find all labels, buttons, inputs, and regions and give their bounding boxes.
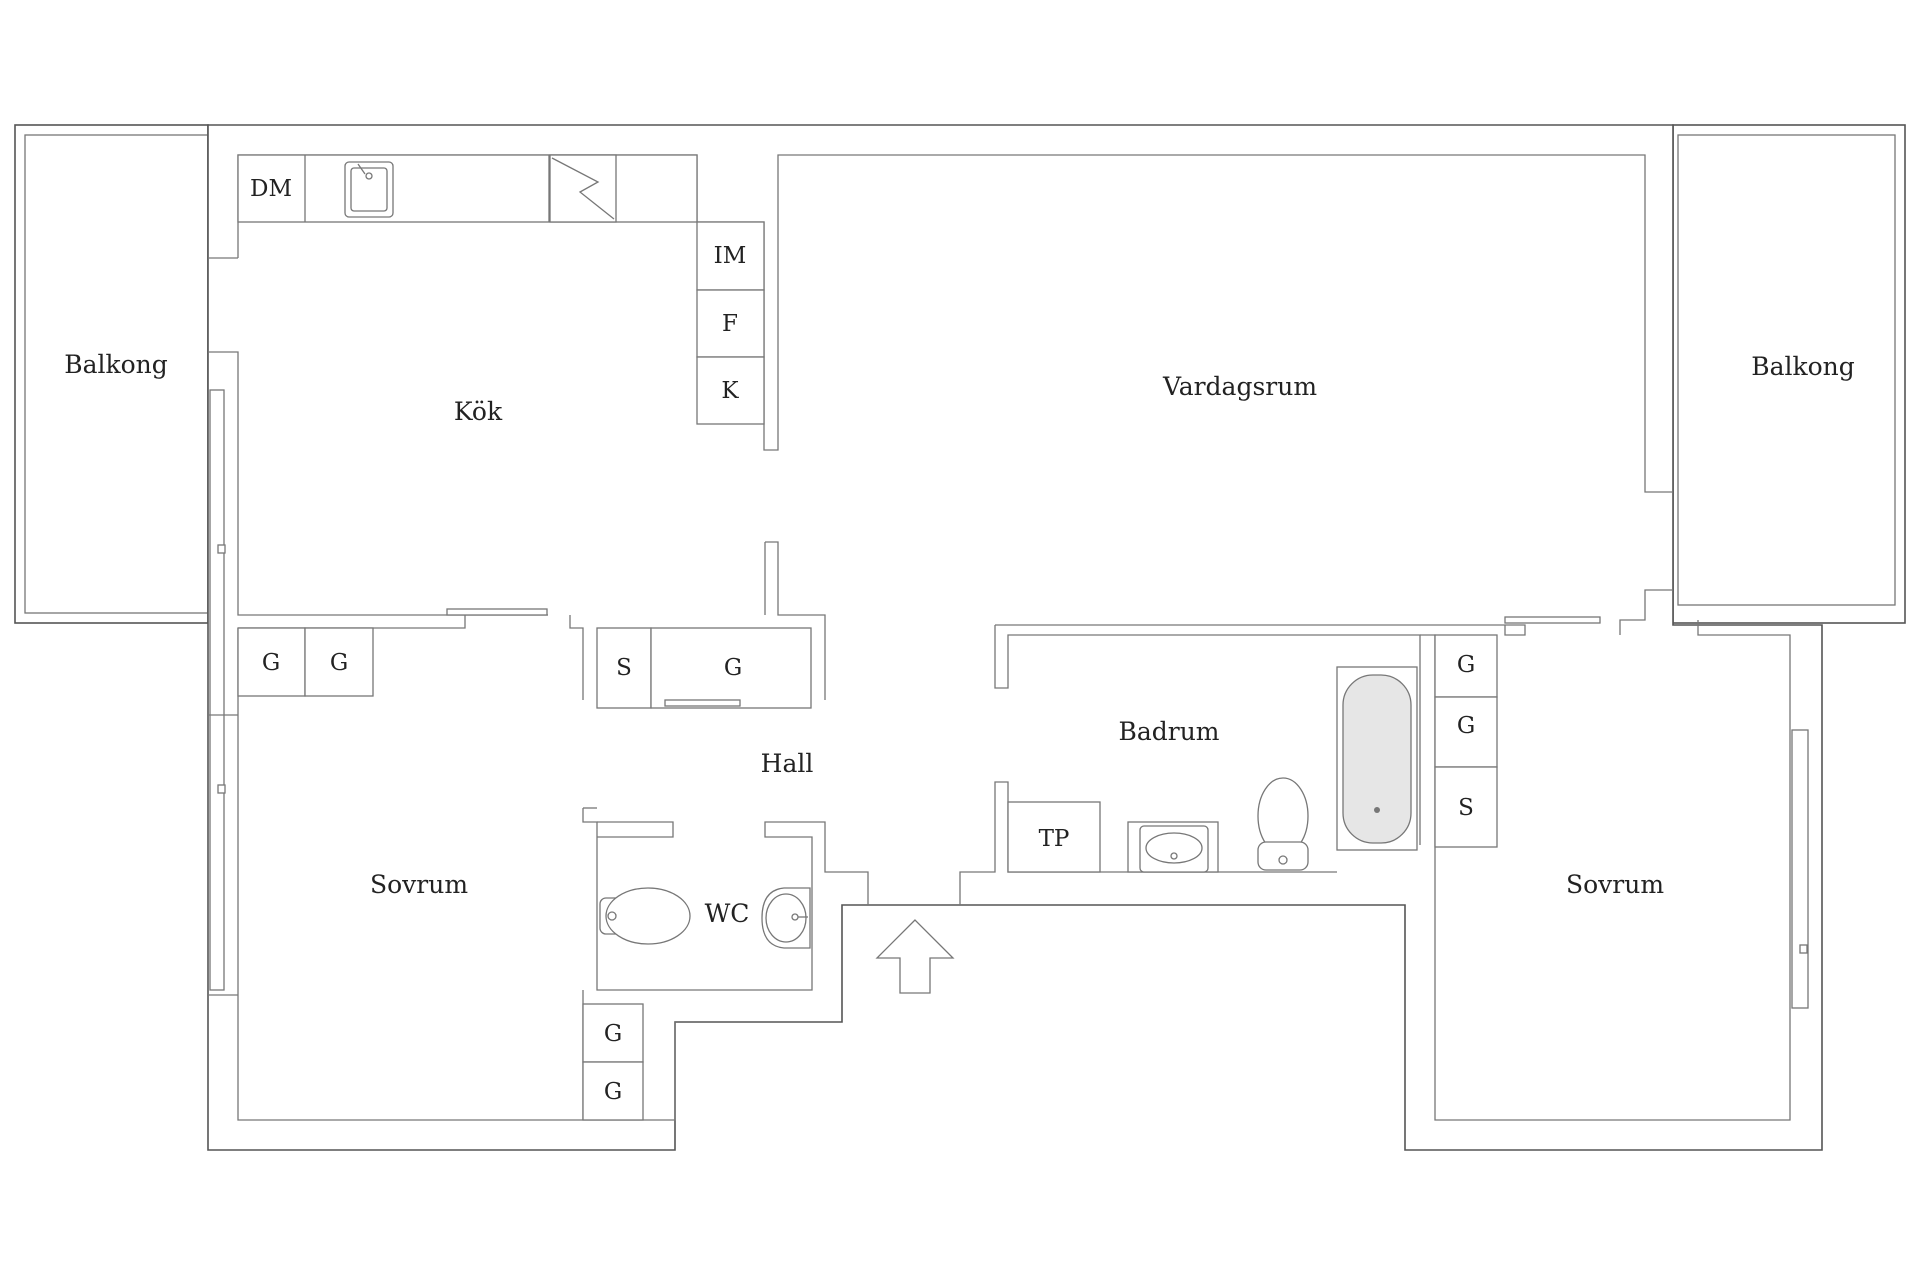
wardrobe-label: G (262, 650, 280, 676)
kitchen-appliance-column: IM F K (696, 221, 765, 425)
washbasin-icon (761, 887, 811, 949)
dishwasher-label: DM (250, 176, 292, 202)
hall-storage: S G (596, 627, 812, 709)
wardrobes-bedroom-right: G G S (1434, 634, 1498, 848)
storage-label: S (1458, 795, 1474, 821)
bathroom-fixtures: TP (1007, 666, 1418, 873)
dishwasher: DM (250, 176, 292, 202)
sink-icon (344, 161, 394, 218)
room-label-bedroom-left: Sovrum (370, 870, 468, 899)
entrance-arrow-icon (875, 919, 955, 994)
balcony-right (1672, 124, 1906, 624)
balcony-left (14, 124, 209, 624)
laundry-label: TP (1039, 826, 1070, 852)
storage-label: S (616, 655, 632, 681)
toilet-icon (1257, 777, 1309, 871)
ice-machine-label: IM (714, 243, 747, 269)
wardrobes-bedroom-left: G G (237, 627, 374, 697)
kitchen-counter (237, 154, 698, 223)
wardrobe-label: G (604, 1079, 622, 1105)
wc-fixtures (599, 887, 811, 949)
toilet-icon (599, 887, 691, 945)
room-label-bedroom-right: Sovrum (1566, 870, 1664, 899)
room-label-balcony-left: Balkong (64, 350, 168, 379)
inner-walls (208, 154, 1809, 1121)
room-label-bathroom: Badrum (1118, 717, 1219, 746)
wardrobe-label: G (1457, 652, 1475, 678)
freezer-label: F (722, 311, 738, 337)
wardrobe-label: G (604, 1021, 622, 1047)
room-label-balcony-right: Balkong (1751, 352, 1855, 381)
fridge-label: K (721, 378, 739, 404)
room-label-hall: Hall (761, 749, 814, 778)
wardrobe-label: G (1457, 713, 1475, 739)
wardrobe-label: G (330, 650, 348, 676)
wardrobes-wc: G G (582, 1003, 644, 1121)
room-label-wc: WC (705, 899, 750, 928)
room-label-kitchen: Kök (454, 397, 503, 426)
wardrobe-label: G (724, 655, 742, 681)
outer-wall (207, 124, 1823, 1151)
room-label-living-room: Vardagsrum (1162, 372, 1317, 401)
stove-icon (549, 154, 617, 223)
bathtub-icon (1336, 666, 1418, 851)
washbasin-icon (1127, 821, 1219, 873)
